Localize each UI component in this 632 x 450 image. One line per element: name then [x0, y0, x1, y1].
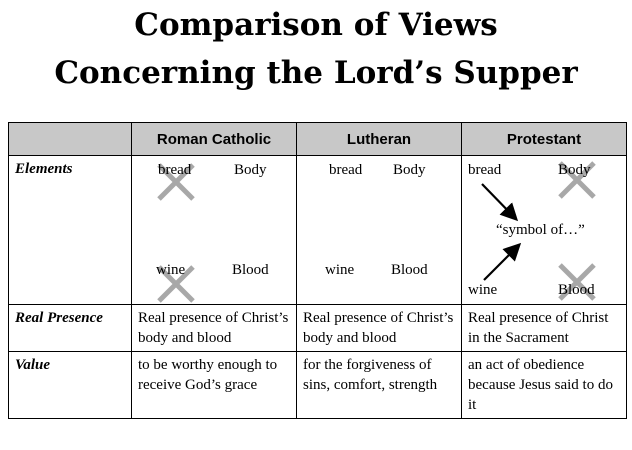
- row-label-value: Value: [8, 351, 132, 419]
- rc-blood-text: Blood: [232, 262, 269, 278]
- header-protestant: Protestant: [461, 122, 627, 156]
- pr-symbol-text: “symbol of…”: [496, 222, 585, 238]
- lu-wine-text: wine: [325, 262, 355, 278]
- arrow-icon: [483, 242, 522, 281]
- row-label-real-presence: Real Presence: [8, 304, 132, 352]
- pr-real-presence: Real presence of Christ in the Sacrament: [461, 304, 627, 352]
- elements-row: Elements bread Body wine Blood: [8, 155, 627, 306]
- pr-value: an act of obedience because Jesus said t…: [461, 351, 627, 419]
- header-row: Roman Catholic Lutheran Protestant: [8, 122, 627, 156]
- real-presence-row: Real Presence Real presence of Christ’s …: [8, 304, 627, 352]
- arrow-icon: [481, 183, 519, 222]
- pr-bread-text: bread: [468, 162, 502, 178]
- lu-blood-text: Blood: [391, 262, 428, 278]
- rc-real-presence: Real presence of Christ’s body and blood: [131, 304, 297, 352]
- cross-out-mark-icon: [555, 158, 599, 202]
- lu-body-text: Body: [393, 162, 426, 178]
- protestant-elements: bread Body “symbol of…” wine Blood: [461, 155, 627, 305]
- rc-body-text: Body: [234, 162, 267, 178]
- lu-bread-text: bread: [329, 162, 363, 178]
- lutheran-elements: bread Body wine Blood: [296, 155, 462, 305]
- pr-blood-text: Blood: [558, 282, 595, 298]
- header-roman-catholic: Roman Catholic: [131, 122, 297, 156]
- page-title-line1: Comparison of Views: [134, 7, 498, 43]
- lu-real-presence: Real presence of Christ’s body and blood: [296, 304, 462, 352]
- header-lutheran: Lutheran: [296, 122, 462, 156]
- page-title-line2: Concerning the Lord’s Supper: [54, 55, 578, 91]
- cross-out-mark-icon: [555, 260, 599, 304]
- roman-catholic-elements: bread Body wine Blood: [131, 155, 297, 306]
- row-label-elements: Elements: [8, 155, 132, 305]
- value-row: Value to be worthy enough to receive God…: [8, 351, 627, 419]
- pr-body-text: Body: [558, 162, 591, 178]
- header-corner: [8, 122, 132, 156]
- cross-out-mark-icon: [154, 160, 198, 204]
- rc-wine-text: wine: [156, 262, 186, 278]
- comparison-table: Roman Catholic Lutheran Protestant Eleme…: [8, 122, 627, 419]
- lu-value: for the forgiveness of sins, comfort, st…: [296, 351, 462, 419]
- cross-out-mark-icon: [154, 262, 198, 306]
- rc-value: to be worthy enough to receive God’s gra…: [131, 351, 297, 419]
- rc-bread-text: bread: [158, 162, 192, 178]
- pr-wine-text: wine: [468, 282, 498, 298]
